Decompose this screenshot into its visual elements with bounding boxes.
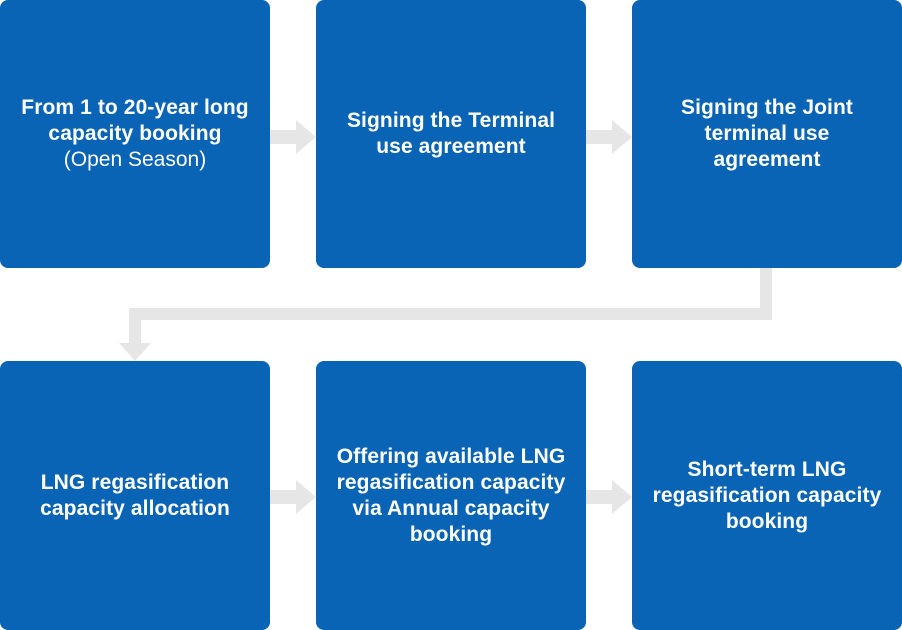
step-title: Signing the Joint terminal use agreement: [680, 96, 854, 171]
step-box-open-season: From 1 to 20-year long capacity booking …: [0, 0, 270, 268]
step-box-terminal-use-agreement: Signing the Terminal use agreement: [316, 0, 586, 268]
step-title: Offering available LNG regasification ca…: [336, 444, 566, 546]
arrow-right-icon: [270, 480, 316, 514]
arrow-right-icon: [586, 480, 632, 514]
elbow-connector: [119, 268, 772, 361]
step-box-joint-terminal-use-agreement: Signing the Joint terminal use agreement: [632, 0, 902, 268]
step-title: Short-term LNG regasification capacity b…: [652, 457, 882, 533]
arrow-right-icon: [270, 120, 316, 154]
step-box-annual-capacity-booking: Offering available LNG regasification ca…: [316, 361, 586, 630]
step-subtitle: (Open Season): [63, 148, 207, 171]
step-title: From 1 to 20-year long capacity booking: [21, 96, 249, 145]
arrow-right-icon: [586, 120, 632, 154]
step-title: Signing the Terminal use agreement: [346, 109, 556, 158]
step-title: LNG regasification capacity allocation: [40, 470, 230, 520]
step-box-short-term-booking: Short-term LNG regasification capacity b…: [632, 361, 902, 630]
step-box-capacity-allocation: LNG regasification capacity allocation: [0, 361, 270, 630]
arrow-down-icon: [119, 343, 151, 361]
